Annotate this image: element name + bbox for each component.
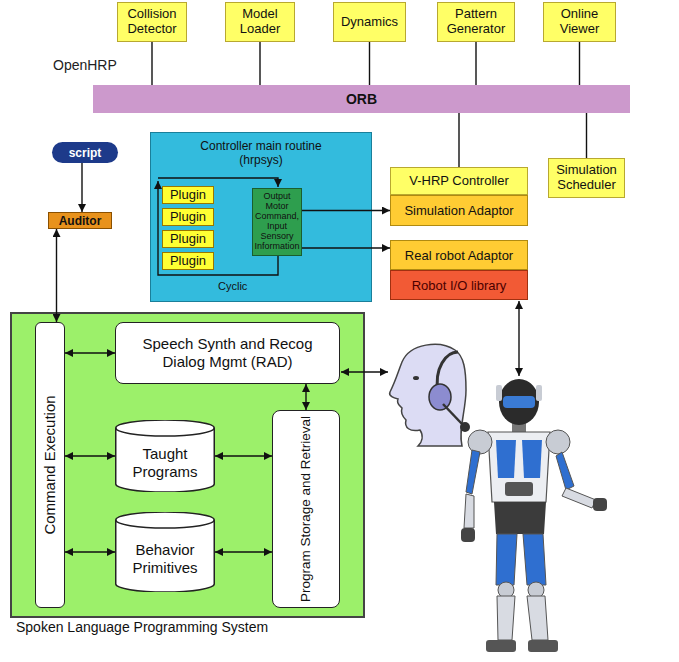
io-arrow — [518, 301, 519, 376]
node-text: Command Execution — [41, 395, 59, 534]
cylinder-body — [116, 420, 215, 492]
service-box: Model Loader — [225, 2, 295, 42]
controller-box: V-HRP Controller — [390, 167, 528, 195]
bus-bar: ORB — [93, 85, 630, 113]
plugin-box: Plugin — [162, 252, 214, 270]
node-text: Controller main routine (hrpsys) — [186, 139, 336, 168]
arrow-connector — [215, 455, 272, 456]
database-cylinder: Taught Programs — [115, 420, 215, 492]
node-text: Behavior Primitives — [122, 541, 208, 577]
node-text: Speech Synth and Recog Dialog Mgmt (RAD) — [133, 335, 323, 371]
node-note: Cyclic — [218, 280, 247, 293]
node-text: Spoken Language Programming System — [16, 619, 268, 635]
node-text: Program Storage and Retrieval — [298, 416, 314, 602]
cylinder-body — [116, 512, 215, 592]
cycle-arrow — [158, 178, 278, 187]
node-text: Real robot Adaptor — [405, 248, 513, 263]
plugin-box: Plugin — [162, 186, 214, 204]
plugin-box: Plugin — [162, 230, 214, 248]
plugin-box: Plugin — [162, 208, 214, 226]
node-text: Plugin — [170, 187, 206, 203]
node-text: Dynamics — [341, 15, 398, 30]
bus-line — [151, 42, 152, 85]
arrow-connector — [302, 247, 390, 248]
operator-head — [390, 344, 470, 446]
connector-group — [57, 42, 587, 552]
node-text: Model Loader — [229, 7, 291, 37]
node-text: Simulation Adaptor — [404, 203, 513, 218]
service-box: Pattern Generator — [437, 2, 515, 42]
node-text: Taught Programs — [122, 445, 208, 481]
node-text: Plugin — [170, 253, 206, 269]
process-box: Command Execution — [35, 322, 65, 608]
arrow-connector — [65, 551, 115, 552]
bus-line — [259, 42, 260, 85]
auditor-box: Auditor — [48, 212, 112, 229]
node-text: Plugin — [170, 209, 206, 225]
script-pill: script — [52, 142, 118, 163]
arrow-connector — [305, 384, 306, 410]
service-box: Collision Detector — [117, 2, 187, 42]
arrow-connector — [56, 229, 57, 322]
humanoid-robot — [461, 379, 607, 652]
cylinder-rim — [116, 428, 215, 436]
io-box: Output Motor Command, Input Sensory Info… — [252, 188, 302, 256]
arrow-connector — [65, 455, 115, 456]
service-box: Dynamics — [333, 2, 406, 42]
bus-line — [475, 42, 476, 85]
controller-box: Controller main routine (hrpsys) Cyclic Pl… — [150, 132, 372, 302]
process-box: Program Storage and Retrieval — [272, 410, 340, 608]
cylinder-rim — [116, 520, 215, 528]
arrow-connector — [81, 163, 82, 212]
bus-line — [369, 42, 370, 85]
section-label: OpenHRP — [53, 57, 117, 73]
arrow-connector — [302, 210, 390, 211]
system-panel: Spoken Language Programming SystemComman… — [10, 312, 365, 618]
node-text: Online Viewer — [547, 7, 612, 37]
node-text: Simulation Scheduler — [552, 163, 621, 193]
scheduler-box: Simulation Scheduler — [548, 158, 625, 198]
adaptor-box: Simulation Adaptor — [390, 195, 528, 226]
service-box: Online Viewer — [543, 2, 616, 42]
voice-arrow — [341, 371, 388, 372]
node-text: Output Motor Command, Input Sensory Info… — [254, 192, 299, 251]
node-text: Plugin — [170, 231, 206, 247]
node-text: Collision Detector — [121, 7, 183, 37]
node-text: V-HRP Controller — [409, 174, 508, 189]
arrow-connector — [65, 352, 115, 353]
node-text: script — [69, 146, 102, 160]
node-text: Robot I/O library — [412, 278, 507, 293]
bus-line — [579, 42, 580, 85]
node-text: ORB — [346, 91, 377, 107]
arrow-connector — [215, 551, 272, 552]
database-cylinder: Behavior Primitives — [115, 512, 215, 592]
library-box: Robot I/O library — [390, 270, 528, 300]
process-box: Speech Synth and Recog Dialog Mgmt (RAD) — [115, 322, 340, 384]
node-text: Pattern Generator — [441, 7, 511, 37]
node-text: Auditor — [59, 214, 102, 228]
adaptor-box: Real robot Adaptor — [390, 240, 528, 270]
cycle-arrow — [158, 181, 278, 275]
bus-line — [458, 113, 459, 167]
bus-line — [586, 113, 587, 158]
